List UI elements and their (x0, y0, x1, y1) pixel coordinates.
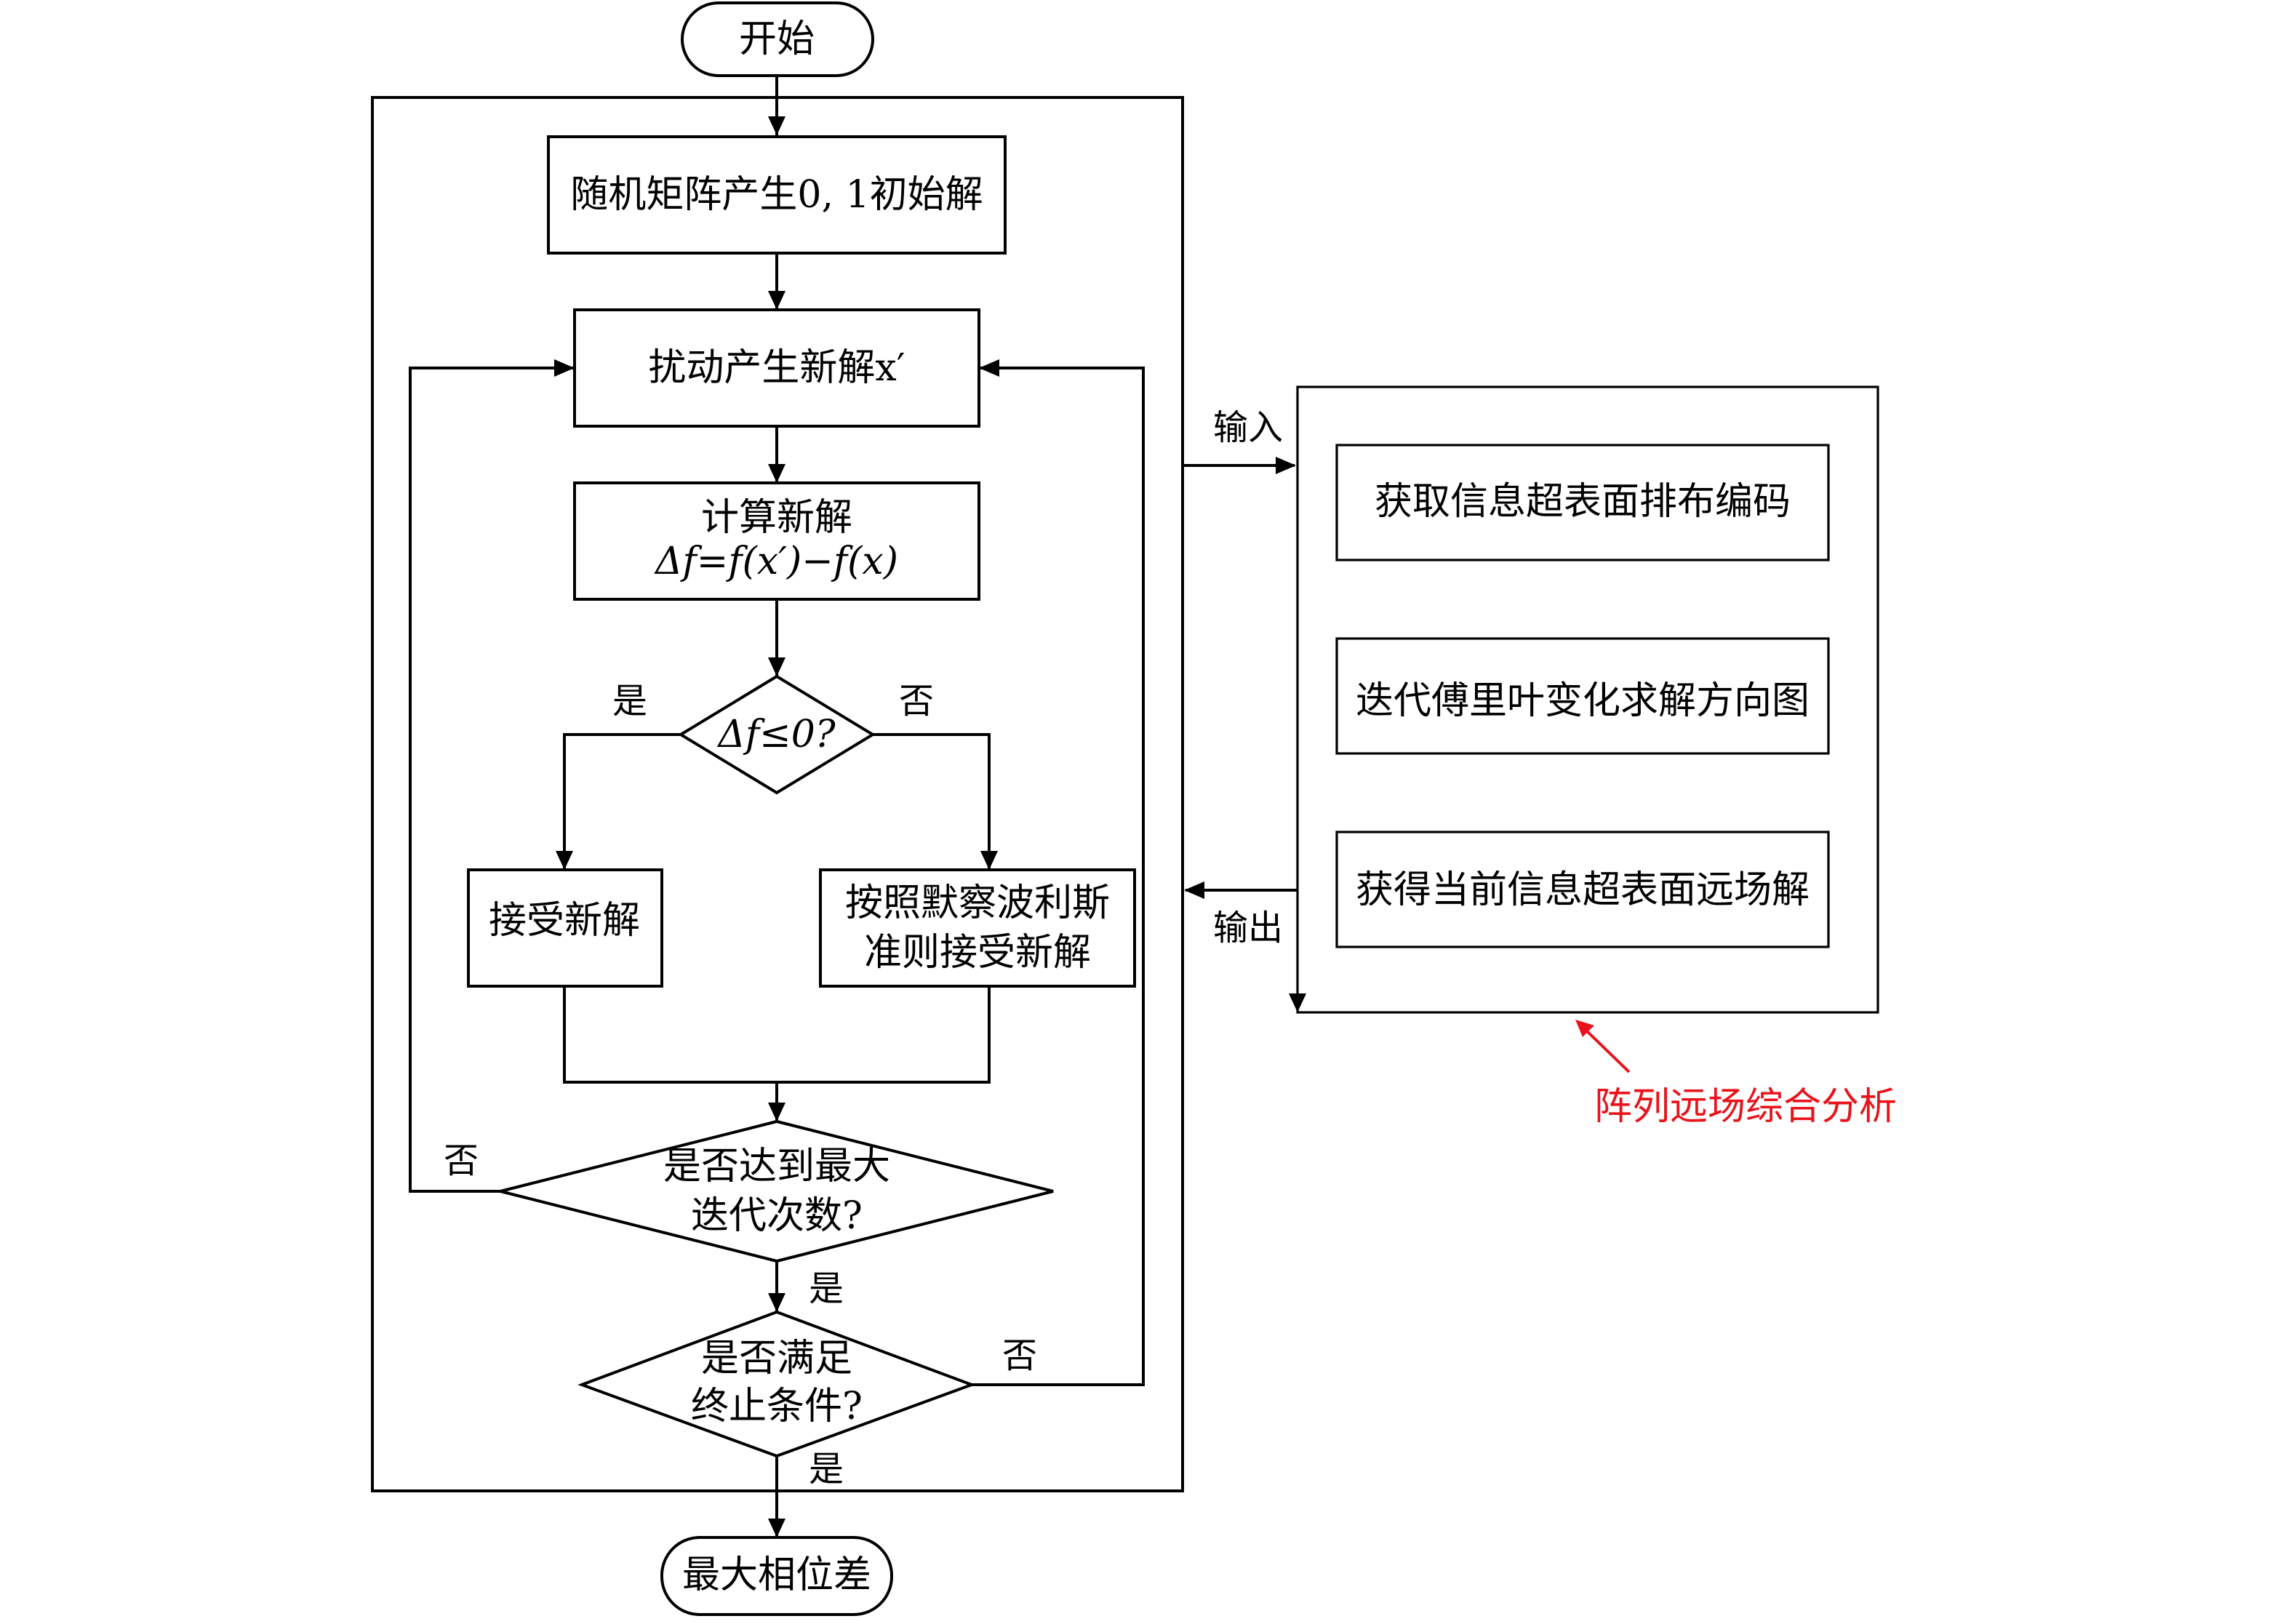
start-terminator: 开始 (681, 1, 874, 77)
max-iter-label-1: 是否达到最大 (663, 1145, 890, 1188)
terminate-decision: 是否满足 终止条件? (577, 1310, 976, 1458)
panel-item-far-field-label: 获得当前信息超表面远场解 (1356, 868, 1810, 912)
accept-step-label: 接受新解 (489, 899, 640, 943)
connector-terminate-no (972, 367, 1145, 1386)
init-step-label: 随机矩阵产生0, 1初始解 (570, 173, 983, 217)
panel-item-pattern-label: 迭代傅里叶变化求解方向图 (1356, 679, 1810, 723)
max-iter-yes-label: 是 (809, 1268, 844, 1309)
arrowhead-perturb-compute (768, 464, 785, 483)
accept-step: 接受新解 (467, 868, 663, 988)
panel-item-encoding: 获取信息超表面排布编码 (1335, 444, 1830, 561)
max-iter-no-label: 否 (444, 1140, 479, 1181)
input-label: 输入 (1213, 407, 1283, 448)
arrowhead-terminate-end (768, 1519, 785, 1537)
delta-yes-label: 是 (612, 681, 647, 721)
terminate-label-2: 终止条件? (691, 1385, 863, 1428)
output-label: 输出 (1213, 908, 1283, 948)
arrowhead-input (1276, 457, 1296, 474)
connector-delta-yes (563, 733, 681, 870)
end-label: 最大相位差 (682, 1553, 871, 1597)
compute-step-label-2: Δf=f(x′)−f(x) (654, 540, 898, 583)
panel-item-far-field: 获得当前信息超表面远场解 (1335, 831, 1830, 948)
delta-decision-label: Δf≤0? (716, 713, 836, 756)
arrowhead-delta-yes (556, 851, 573, 870)
arrowhead-panel-corner (1289, 993, 1306, 1012)
metropolis-step-label-2: 准则接受新解 (864, 931, 1091, 975)
panel-item-encoding-label: 获取信息超表面排布编码 (1375, 480, 1791, 524)
delta-decision: Δf≤0? (678, 674, 876, 795)
panel-caption: 阵列远场综合分析 (1594, 1085, 1897, 1129)
compute-step: 计算新解 Δf=f(x′)−f(x) (573, 481, 980, 601)
arrowhead-maxiter-terminate (768, 1293, 785, 1312)
perturb-step-label: 扰动产生新解x′ (648, 346, 905, 390)
init-step: 随机矩阵产生0, 1初始解 (547, 135, 1007, 255)
panel-item-pattern: 迭代傅里叶变化求解方向图 (1335, 637, 1830, 755)
perturb-step: 扰动产生新解x′ (573, 308, 980, 428)
arrowhead-start-init (768, 116, 785, 135)
terminate-no-label: 否 (1002, 1335, 1037, 1376)
compute-step-label-1: 计算新解 (701, 496, 852, 540)
delta-no-label: 否 (899, 681, 934, 721)
max-iter-label-2: 迭代次数? (691, 1194, 863, 1238)
terminate-yes-label: 是 (809, 1449, 844, 1489)
connector-delta-no (873, 733, 991, 870)
terminate-label-1: 是否满足 (701, 1337, 852, 1380)
arrowhead-merge-maxiter (768, 1103, 785, 1121)
end-terminator: 最大相位差 (660, 1536, 893, 1616)
connector-merge (563, 986, 991, 1084)
start-label: 开始 (739, 17, 815, 61)
caption-pointer-line (1583, 1027, 1631, 1073)
arrowhead-output (1184, 881, 1204, 899)
metropolis-step-label-1: 按照默察波利斯 (845, 881, 1110, 925)
max-iter-decision: 是否达到最大 迭代次数? (500, 1119, 1054, 1263)
arrowhead-init-perturb (768, 291, 785, 310)
connector-max-iter-no (409, 367, 573, 1193)
metropolis-step: 按照默察波利斯 准则接受新解 (819, 868, 1136, 988)
arrowhead-terminate-no (979, 359, 999, 377)
arrowhead-compute-delta (768, 657, 785, 676)
arrowhead-delta-no (980, 851, 998, 870)
caption-pointer-arrowhead (1575, 1020, 1594, 1037)
arrowhead-max-iter-no (554, 359, 575, 377)
